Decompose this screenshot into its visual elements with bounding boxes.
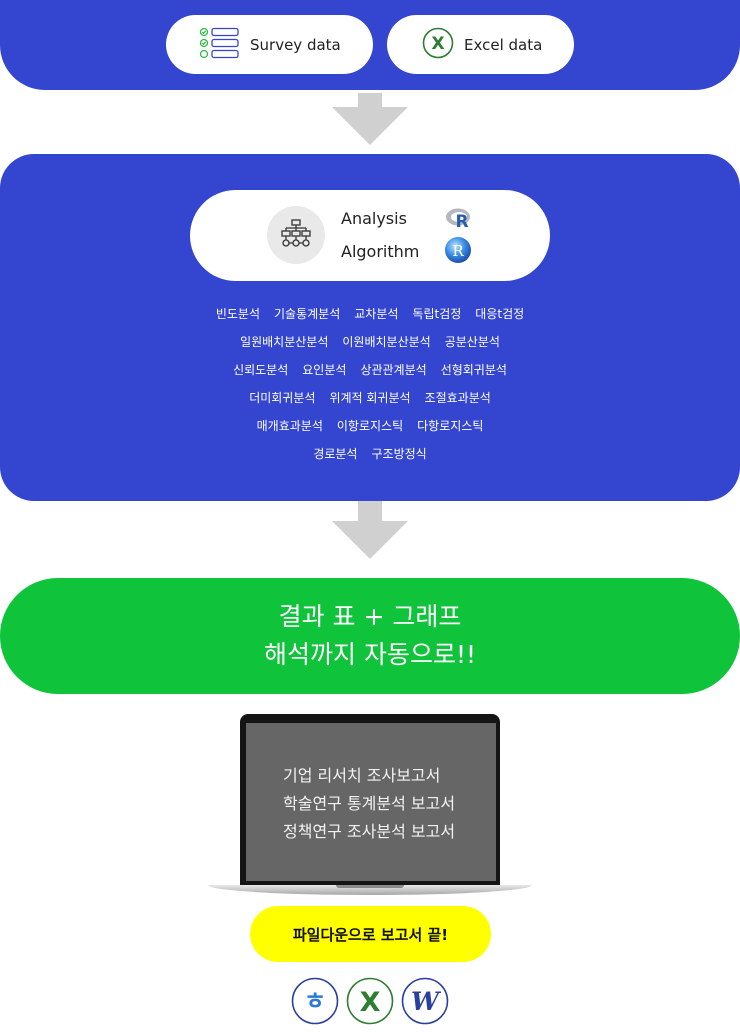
report-item: 정책연구 조사분석 보고서 [283, 822, 456, 841]
methods-row: 신뢰도분석 요인분석 상관관계분석 선형회귀분석 [100, 356, 640, 384]
method-item: 대응t검정 [475, 307, 525, 321]
method-item: 독립t검정 [412, 307, 462, 321]
hwp-file-icon: ㅎ [291, 977, 339, 1025]
word-file-icon: W [401, 977, 449, 1025]
method-item: 기술통계분석 [274, 307, 341, 321]
flowchart-icon [267, 206, 325, 264]
r-logo-icon: R [446, 208, 470, 230]
excel-file-icon: X [346, 977, 394, 1025]
svg-text:X: X [360, 987, 381, 1018]
method-item: 상관관계분석 [360, 363, 427, 377]
excel-circle-icon: X [422, 27, 454, 63]
methods-row: 매개효과분석 이항로지스틱 다항로지스틱 [100, 412, 640, 440]
down-arrow-icon [332, 501, 408, 559]
method-item: 더미회귀분석 [249, 391, 316, 405]
download-button-label: 파일다운으로 보고서 끝! [292, 925, 449, 944]
svg-text:W: W [411, 987, 442, 1016]
method-item: 교차분석 [354, 307, 399, 321]
svg-text:R: R [455, 212, 468, 230]
method-item: 매개효과분석 [256, 419, 323, 433]
method-item: 공분산분석 [444, 335, 500, 349]
method-item: 이항로지스틱 [336, 419, 404, 433]
method-item: 경로분석 [313, 447, 358, 461]
r-sphere-icon: R [445, 237, 471, 263]
result-line-1: 결과 표 + 그래프 [278, 602, 462, 631]
report-item: 학술연구 통계분석 보고서 [283, 794, 456, 813]
method-item: 일원배치분산분석 [240, 335, 329, 349]
survey-checklist-icon [199, 27, 240, 63]
survey-data-label: Survey data [250, 35, 341, 54]
survey-data-pill: Survey data [166, 15, 373, 74]
methods-row: 경로분석 구조방정식 [100, 440, 640, 468]
method-item: 조절효과분석 [424, 391, 491, 405]
svg-text:R: R [452, 242, 464, 260]
method-item: 위계적 회귀분석 [329, 391, 411, 405]
method-item: 빈도분석 [215, 307, 260, 321]
method-item: 선형회귀분석 [440, 363, 507, 377]
laptop-base [208, 885, 532, 895]
method-item: 구조방정식 [371, 447, 427, 461]
methods-row: 일원배치분산분석 이원배치분산분석 공분산분석 [100, 328, 640, 356]
download-report-button[interactable]: 파일다운으로 보고서 끝! [250, 906, 491, 962]
analysis-algorithm-pill [190, 190, 550, 281]
algorithm-label: Algorithm [341, 242, 420, 261]
svg-text:X: X [431, 34, 444, 54]
result-line-2: 해석까지 자동으로!! [264, 640, 476, 669]
result-banner: 결과 표 + 그래프 해석까지 자동으로!! [0, 578, 740, 694]
method-item: 다항로지스틱 [417, 419, 484, 433]
analysis-label: Analysis [341, 209, 407, 228]
svg-text:ㅎ: ㅎ [304, 987, 326, 1015]
analysis-methods-list: 빈도분석 기술통계분석 교차분석 독립t검정 대응t검정 일원배치분산분석 이원… [100, 300, 640, 468]
excel-data-label: Excel data [464, 35, 543, 54]
laptop-notch [336, 885, 404, 888]
method-item: 이원배치분산분석 [342, 335, 431, 349]
laptop-display [246, 723, 496, 881]
methods-row: 더미회귀분석 위계적 회귀분석 조절효과분석 [100, 384, 640, 412]
methods-row: 빈도분석 기술통계분석 교차분석 독립t검정 대응t검정 [100, 300, 640, 328]
report-item: 기업 리서치 조사보고서 [283, 766, 441, 785]
down-arrow-icon [332, 93, 408, 145]
method-item: 신뢰도분석 [233, 363, 289, 377]
method-item: 요인분석 [302, 363, 347, 377]
excel-data-pill: X Excel data [387, 15, 574, 74]
